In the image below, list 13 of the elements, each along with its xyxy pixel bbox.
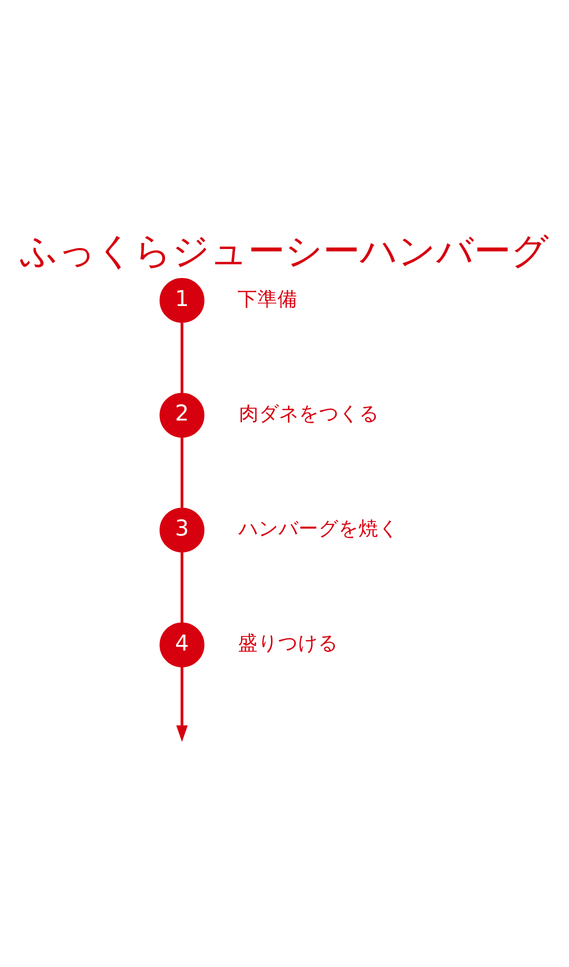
node-circle: 4	[160, 622, 204, 667]
node-circle: 2	[160, 392, 204, 438]
connector	[180, 552, 184, 622]
node-label: 肉ダネをつくる	[238, 402, 379, 425]
node-label: 盛りつける	[238, 631, 338, 654]
arrow	[176, 666, 188, 742]
node-circle: 1	[160, 278, 204, 322]
node-circle: 3	[160, 507, 204, 552]
connector	[180, 322, 184, 393]
node-label: 下準備	[237, 286, 298, 310]
diagram-title: ふっくらジューシーハンバーグ	[20, 230, 549, 272]
connector	[180, 437, 184, 508]
node-label: ハンバーグを焼く	[238, 516, 399, 540]
